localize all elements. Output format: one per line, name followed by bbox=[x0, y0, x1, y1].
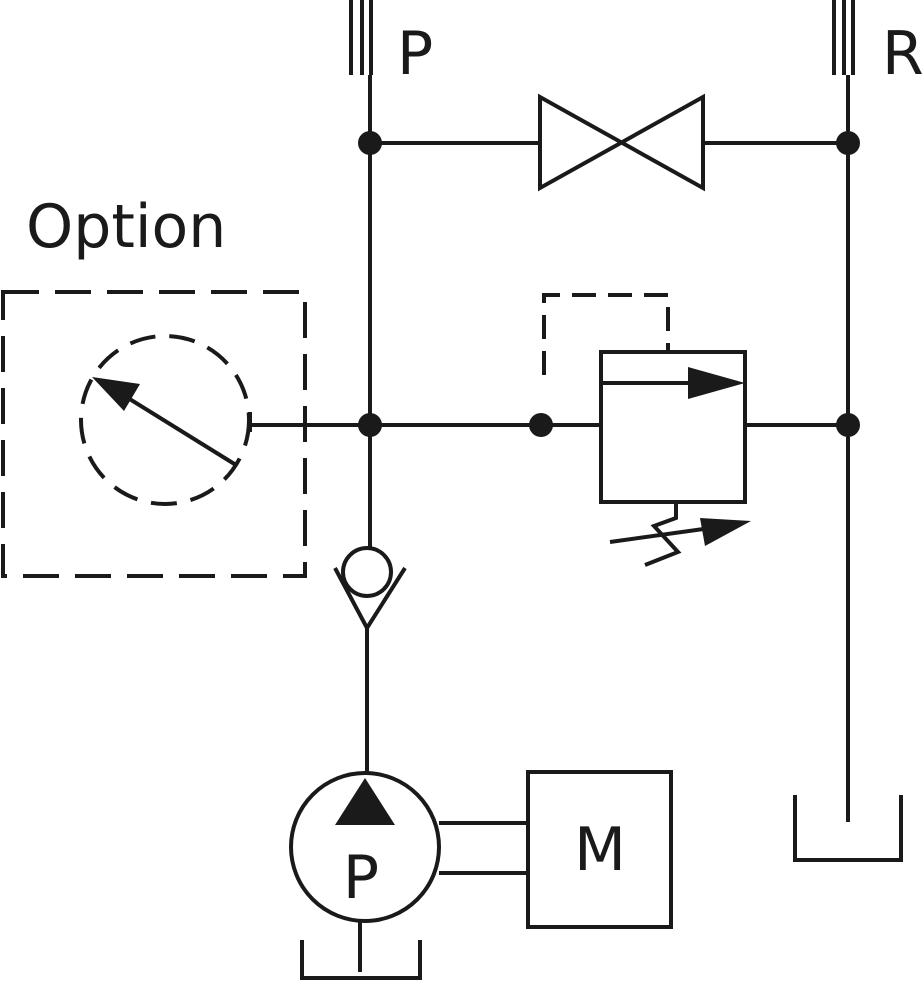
relief-flow-arrow-icon bbox=[688, 367, 745, 399]
pressure-gauge-symbol bbox=[79, 334, 251, 506]
return-tank-symbol bbox=[793, 795, 903, 862]
port-p-symbol bbox=[349, 0, 373, 75]
junction-dot bbox=[358, 413, 382, 437]
pressure-relief-valve-symbol bbox=[541, 293, 747, 567]
spring-adjust-arrow-icon bbox=[700, 518, 751, 546]
check-valve-symbol bbox=[333, 546, 407, 632]
shutoff-valve-symbol bbox=[538, 93, 705, 192]
pump-direction-arrow-icon bbox=[335, 778, 395, 825]
port-r-label: R bbox=[882, 19, 924, 89]
port-r-symbol bbox=[832, 0, 855, 75]
port-p-label: P bbox=[397, 19, 433, 89]
junction-dot bbox=[529, 413, 553, 437]
option-label: Option bbox=[26, 192, 226, 262]
gauge-needle-arrow-icon bbox=[92, 377, 140, 411]
junction-dot bbox=[358, 131, 382, 155]
option-box bbox=[1, 290, 307, 578]
pump-tank-symbol bbox=[300, 940, 422, 980]
pump-label: P bbox=[343, 843, 379, 913]
junction-dot bbox=[836, 413, 860, 437]
motor-symbol bbox=[526, 770, 673, 929]
pump-symbol bbox=[289, 771, 441, 923]
junction-dot bbox=[836, 131, 860, 155]
motor-label: M bbox=[574, 815, 626, 885]
